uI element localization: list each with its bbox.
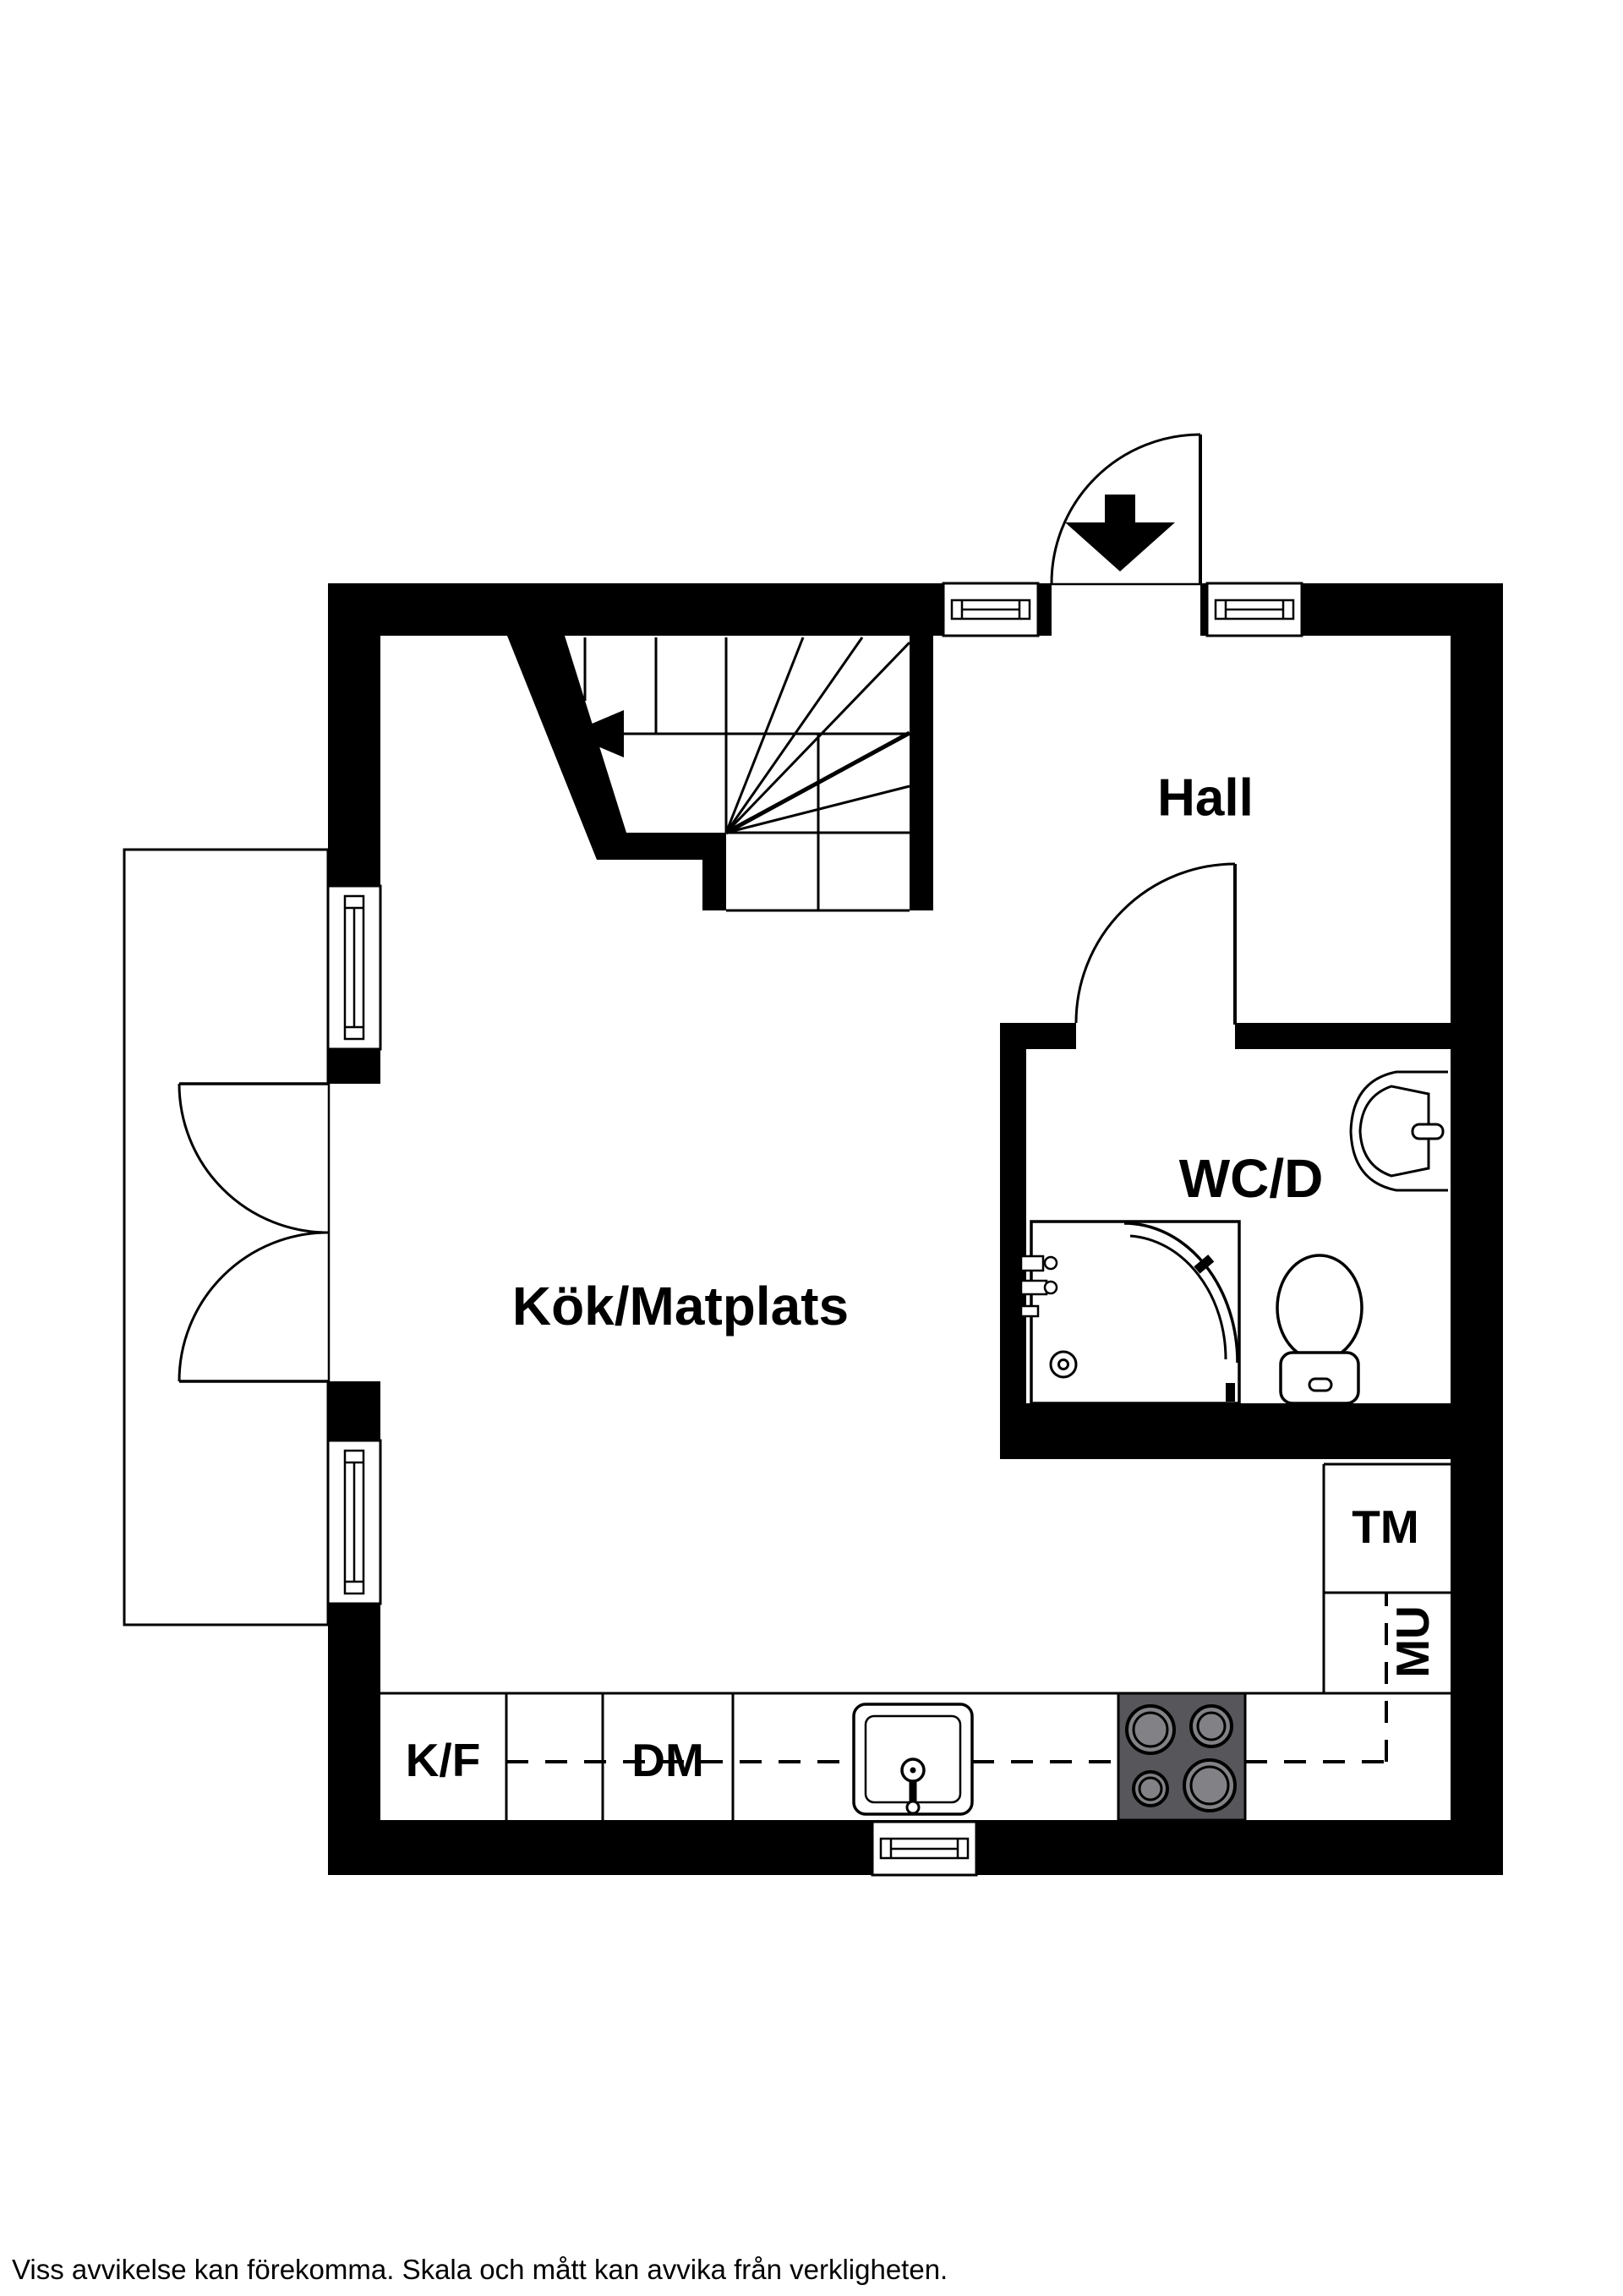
microwave-label: MU [1386,1605,1439,1678]
counter-centerline [506,1593,1388,1763]
stove [1117,1692,1247,1822]
window [326,884,382,1051]
shower-door-stop [1226,1383,1235,1402]
window [871,1820,978,1877]
hall-label: Hall [1157,769,1254,828]
kitchen-sink [852,1703,974,1816]
stove-burners [1125,1704,1237,1812]
window [326,1439,382,1605]
bathroom-label: WC/D [1179,1148,1324,1209]
bathroom-door [1074,862,1237,1025]
deck-outline [123,848,330,1626]
stair-wall-right [910,636,933,910]
bathroom [1000,862,1451,1459]
kitchen-label: Kök/Matplats [512,1276,849,1337]
dishwasher-label: DM [631,1734,704,1786]
entrance-door-opening [1052,582,1200,637]
windows [326,582,1303,1877]
entrance-door [1050,433,1202,586]
shower-drain [1049,1350,1078,1379]
patio-double-door [178,1082,331,1383]
disclaimer-text: Viss avvikelse kan förekomma. Skala och … [12,2254,948,2285]
window [942,582,1040,637]
basin-tap [1411,1123,1445,1140]
stair-direction-arrow [568,710,624,757]
counter-outline [380,1462,1451,1820]
shower-door-handle [1194,1255,1215,1274]
entry-direction-arrow [1065,495,1175,571]
patio-door-opening [326,1084,382,1381]
washing-machine-label: TM [1352,1501,1418,1553]
stair-treads [568,637,911,912]
toilet [1276,1254,1363,1405]
window [1205,582,1303,637]
shower [1019,1220,1241,1405]
shower-mixer [1019,1255,1058,1318]
fridge-freezer-label: K/F [406,1734,481,1786]
kitchen-counter [380,1462,1451,1822]
labels: Kök/Matplats Hall WC/D K/F DM TM MU [406,769,1439,1787]
stair-wall-diagonal [507,636,726,910]
staircase [507,636,933,912]
washbasin [1349,1070,1448,1192]
bathroom-walls [1000,1023,1451,1459]
